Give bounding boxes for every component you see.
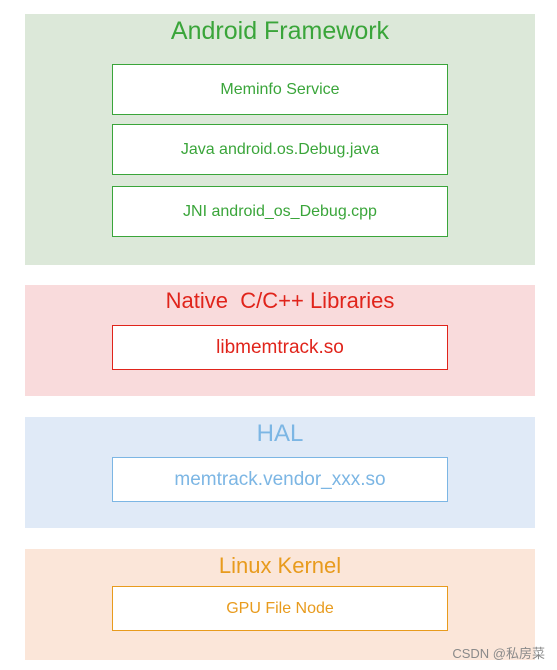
layer-title-native-libraries: Native C/C++ Libraries bbox=[165, 288, 395, 313]
box-jni-debug: JNI android_os_Debug.cpp bbox=[112, 186, 448, 237]
layer-title-hal: HAL bbox=[256, 420, 304, 447]
layer-linux-kernel: Linux Kernel GPU File Node bbox=[25, 549, 535, 660]
watermark: CSDN @私房菜 bbox=[452, 646, 545, 661]
box-gpu-file-node: GPU File Node bbox=[112, 586, 448, 631]
layer-title-linux-kernel: Linux Kernel bbox=[218, 553, 342, 578]
layer-hal: HAL memtrack.vendor_xxx.so bbox=[25, 417, 535, 528]
box-java-debug: Java android.os.Debug.java bbox=[112, 124, 448, 175]
box-memtrack-vendor: memtrack.vendor_xxx.so bbox=[112, 457, 448, 502]
layer-native-libraries: Native C/C++ Libraries libmemtrack.so bbox=[25, 285, 535, 396]
layer-title-android-framework: Android Framework bbox=[170, 17, 390, 45]
layer-android-framework: Android Framework Meminfo Service Java a… bbox=[25, 14, 535, 265]
box-libmemtrack: libmemtrack.so bbox=[112, 325, 448, 370]
box-meminfo-service: Meminfo Service bbox=[112, 64, 448, 115]
